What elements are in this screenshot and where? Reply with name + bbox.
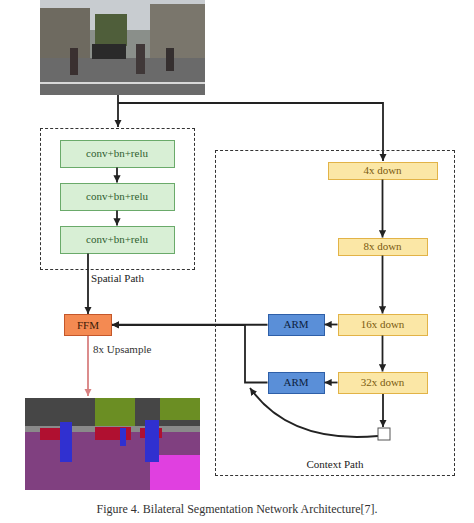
- photo-building: [150, 4, 205, 58]
- box-label: conv+bn+relu: [86, 147, 148, 159]
- seg-person: [60, 422, 72, 462]
- seg-person: [145, 420, 159, 462]
- photo-person: [136, 44, 145, 74]
- annotation-label: 8x Upsample: [93, 343, 151, 355]
- photo-road: [40, 58, 205, 95]
- downsample-block: 4x down: [328, 162, 438, 180]
- attention-module: ARM: [268, 372, 325, 394]
- downsample-block: 32x down: [338, 372, 428, 394]
- photo-lane-mark: [40, 82, 205, 84]
- photo-person: [166, 48, 174, 71]
- path-group: Context Path4x down8x downARM16x downARM…: [215, 150, 455, 476]
- box-label: 32x down: [361, 376, 405, 388]
- seg-road: [25, 398, 200, 490]
- seg-vegetation: [95, 398, 135, 426]
- pool-wire: [382, 394, 384, 427]
- flow-arrow: [116, 211, 118, 226]
- flow-arrow: [116, 168, 118, 183]
- box-label: FFM: [77, 319, 99, 331]
- photo-frame: [40, 0, 205, 95]
- box-label: conv+bn+relu: [86, 233, 148, 245]
- box-label: 4x down: [363, 164, 401, 176]
- flow-arrow: [382, 180, 384, 238]
- segmentation-output: [25, 398, 200, 490]
- flow-arrow: [112, 324, 268, 326]
- box-label: conv+bn+relu: [86, 190, 148, 202]
- downsample-block: 8x down: [338, 238, 428, 256]
- flow-arrow: [325, 324, 338, 326]
- street-photo: [40, 0, 205, 95]
- box-label: 16x down: [361, 318, 405, 330]
- upsample-wire: [87, 336, 89, 396]
- downsample-block: 16x down: [338, 314, 428, 336]
- conv-block: conv+bn+relu: [60, 226, 175, 254]
- group-heading: Spatial Path: [41, 272, 194, 284]
- input-wire: [117, 95, 119, 127]
- conv-block: conv+bn+relu: [60, 183, 175, 211]
- photo-person: [70, 48, 78, 75]
- figure-caption: Figure 4. Bilateral Segmentation Network…: [0, 502, 474, 517]
- pool-curve: [250, 388, 378, 437]
- flow-arrow: [382, 336, 384, 372]
- conv-block: conv+bn+relu: [60, 140, 175, 168]
- seg-person: [120, 428, 126, 446]
- flow-arrow: [382, 256, 384, 314]
- flow-arrow: [325, 382, 338, 384]
- fusion-module: FFM: [64, 314, 112, 336]
- pool-square: [378, 428, 390, 440]
- photo-tree: [95, 14, 127, 46]
- box-label: ARM: [283, 376, 308, 388]
- group-heading: Context Path: [216, 458, 454, 470]
- seg-vegetation: [160, 398, 200, 420]
- box-label: ARM: [283, 318, 308, 330]
- photo-car: [92, 44, 126, 59]
- path-group: Spatial Pathconv+bn+reluconv+bn+reluconv…: [40, 128, 195, 270]
- seg-building: [25, 398, 200, 428]
- photo-building: [40, 8, 90, 58]
- attention-module: ARM: [268, 314, 325, 336]
- flow-arrow: [87, 254, 89, 315]
- box-label: 8x down: [363, 240, 401, 252]
